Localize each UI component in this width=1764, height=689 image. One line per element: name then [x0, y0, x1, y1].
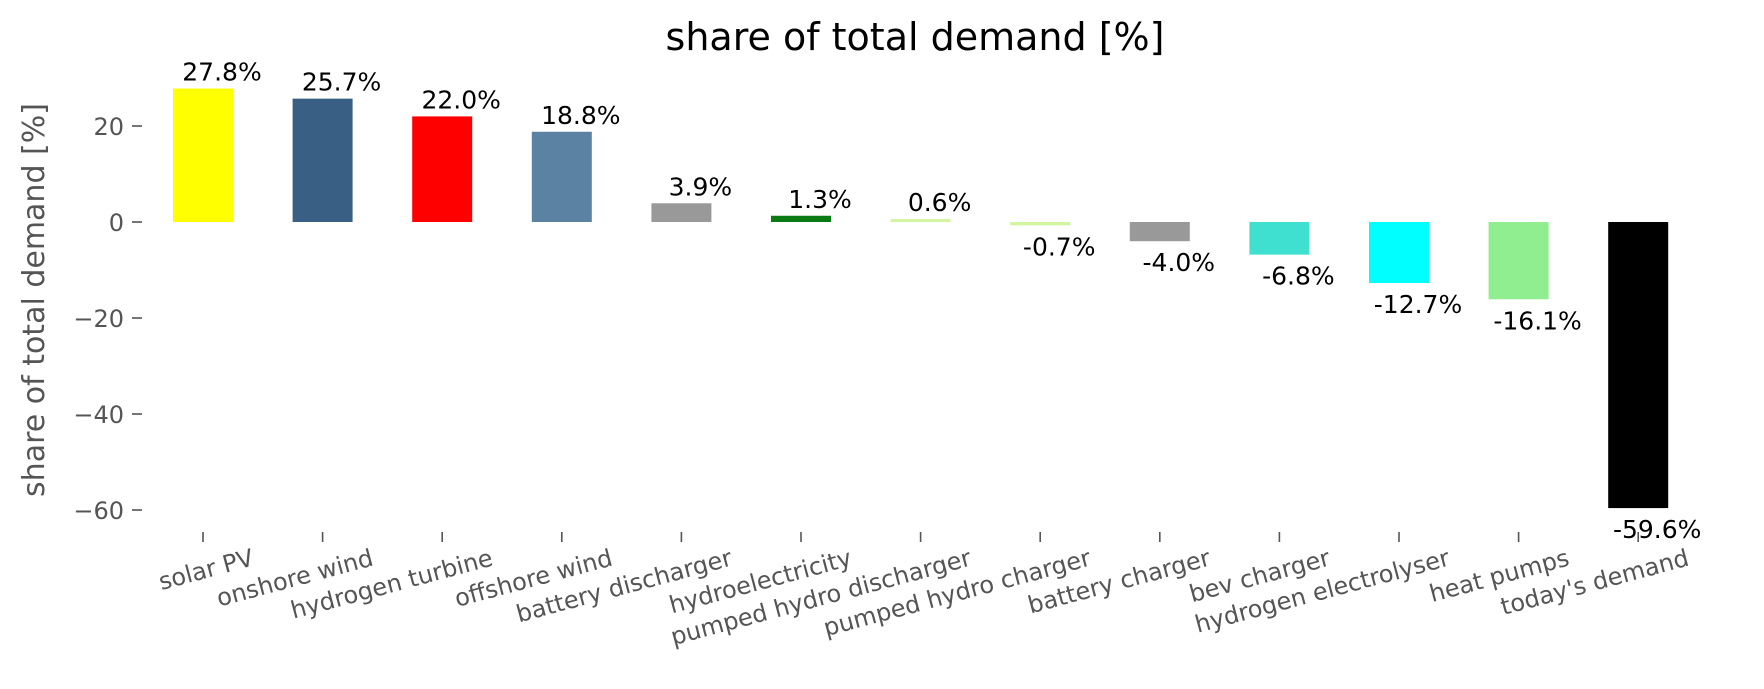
data-label: 18.8% — [541, 101, 620, 130]
data-label: -59.6% — [1613, 515, 1701, 544]
y-tick-label: −60 — [73, 497, 124, 525]
bar — [1249, 222, 1310, 255]
bar — [1369, 222, 1429, 283]
bar — [771, 215, 831, 222]
data-label: 22.0% — [421, 85, 500, 114]
data-label: -0.7% — [1023, 232, 1096, 261]
data-label: 25.7% — [302, 68, 381, 97]
bar — [651, 203, 712, 222]
data-label: 27.8% — [182, 58, 261, 87]
y-axis-ticks: 20 0 −20 −40 −60 — [73, 113, 142, 525]
bar — [1010, 222, 1071, 226]
data-label: -6.8% — [1262, 262, 1335, 291]
y-tick-label: −40 — [73, 401, 124, 429]
y-tick-label: 0 — [109, 209, 124, 237]
y-tick-label: 20 — [93, 113, 124, 141]
bars-group: 27.8% 25.7% 22.0% 18.8% 3.9% 1.3% 0.6% -0.7% -4.… — [173, 58, 1701, 544]
data-label: -4.0% — [1143, 248, 1216, 277]
data-label: -12.7% — [1374, 290, 1462, 319]
bar — [1608, 222, 1669, 509]
bar — [890, 219, 951, 222]
y-axis-label: share of total demand [%] — [17, 103, 52, 497]
data-label: 1.3% — [788, 185, 852, 214]
bar — [1488, 222, 1549, 300]
bar — [1129, 222, 1190, 242]
y-tick-label: −20 — [73, 305, 124, 333]
bar — [531, 131, 592, 222]
bar — [173, 88, 233, 222]
data-label: -16.1% — [1493, 306, 1581, 335]
chart-title: share of total demand [%] — [666, 15, 1165, 59]
data-label: 0.6% — [908, 188, 972, 217]
bar — [412, 116, 473, 222]
data-label: 3.9% — [669, 172, 733, 201]
bar — [292, 98, 353, 222]
